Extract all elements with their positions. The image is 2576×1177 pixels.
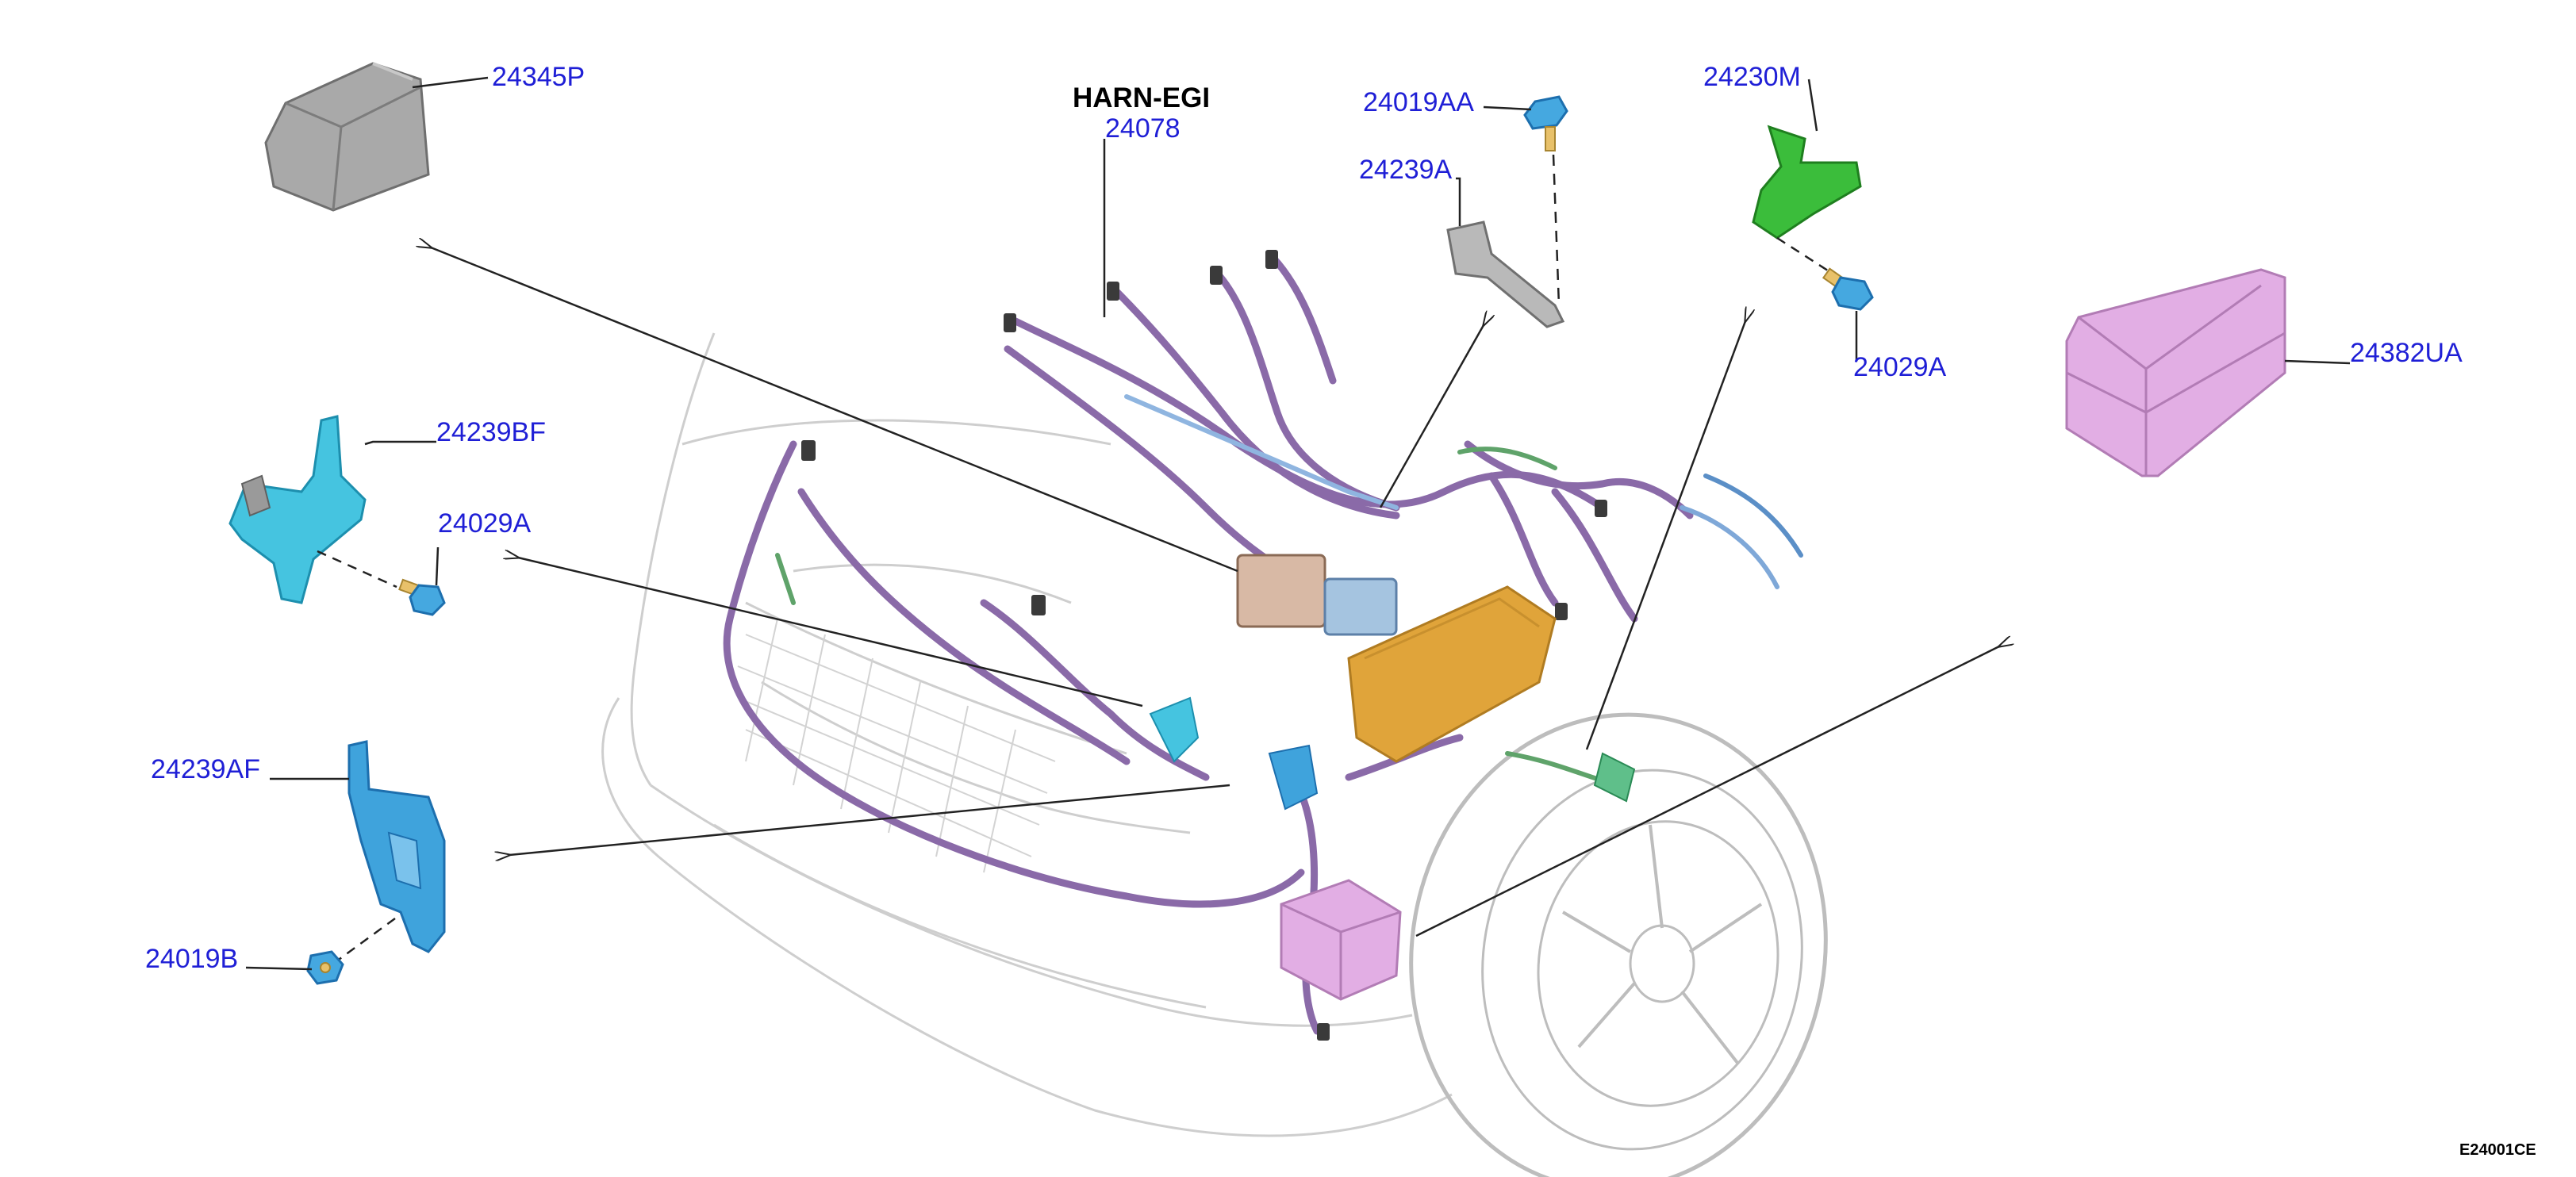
install-path-24019AA xyxy=(1552,154,1561,306)
install-arrow-24239A xyxy=(1379,325,1484,508)
fuse-box-cover-24382UA[interactable] xyxy=(2065,268,2286,477)
leader-24230M xyxy=(1807,79,1818,132)
callout-24239BF[interactable]: 24239BF xyxy=(436,417,546,447)
install-path-24239AF xyxy=(332,917,396,965)
bracket-24239A[interactable] xyxy=(1446,220,1565,328)
callout-24078[interactable]: 24078 xyxy=(1105,113,1181,144)
vehicle-front-ghost xyxy=(601,332,1453,1137)
callout-24382UA[interactable]: 24382UA xyxy=(2350,338,2463,368)
bolt-24029A-right[interactable] xyxy=(1822,267,1874,311)
leader-24382UA xyxy=(2284,359,2351,365)
install-path-24230M xyxy=(1776,236,1833,275)
callout-24345P[interactable]: 24345P xyxy=(492,62,585,92)
junction-block xyxy=(1347,585,1557,763)
bracket-24239BF[interactable] xyxy=(228,415,367,604)
leader-24239A xyxy=(1456,177,1461,226)
leader-24239BF xyxy=(364,440,436,446)
install-arrow-24029A-left xyxy=(518,558,1143,707)
callout-24019B[interactable]: 24019B xyxy=(145,944,239,974)
install-arrow-24230M xyxy=(1585,321,1745,750)
leader-24029A-left xyxy=(435,546,440,586)
install-arrow-24345P xyxy=(431,247,1238,573)
sub-harness-accents xyxy=(775,394,1803,788)
bracket-24239AF[interactable] xyxy=(347,740,446,953)
leader-24019B xyxy=(245,966,313,971)
install-arrow-24239AF xyxy=(509,784,1230,855)
callout-24019AA[interactable]: 24019AA xyxy=(1363,87,1474,117)
front-grille-ghost xyxy=(737,618,1056,873)
callout-24029A-right[interactable]: 24029A xyxy=(1853,352,1947,382)
on-vehicle-brackets xyxy=(1149,696,1636,811)
front-wheel-ghost xyxy=(1409,712,1828,1177)
nut-24019B[interactable] xyxy=(306,950,344,985)
callout-24239AF[interactable]: 24239AF xyxy=(151,754,260,784)
callout-24239A[interactable]: 24239A xyxy=(1359,155,1453,185)
relay-block xyxy=(1236,554,1398,636)
cover-24345P[interactable] xyxy=(264,62,430,212)
bolt-24019AA[interactable] xyxy=(1523,95,1568,151)
figure-code: E24001CE xyxy=(2459,1141,2536,1159)
callout-24230M[interactable]: 24230M xyxy=(1703,62,1801,92)
harness-name-label: HARN-EGI xyxy=(1073,82,1211,113)
harness-fuse-box xyxy=(1280,879,1402,1001)
leader-24345P xyxy=(412,76,489,89)
callout-24029A-left[interactable]: 24029A xyxy=(438,508,532,539)
install-path-24239BF xyxy=(317,550,397,588)
bracket-24230M[interactable] xyxy=(1752,125,1862,240)
bolt-24029A-left[interactable] xyxy=(398,578,446,616)
leader-24019AA xyxy=(1483,105,1532,111)
install-arrow-24382UA xyxy=(1415,646,1999,937)
